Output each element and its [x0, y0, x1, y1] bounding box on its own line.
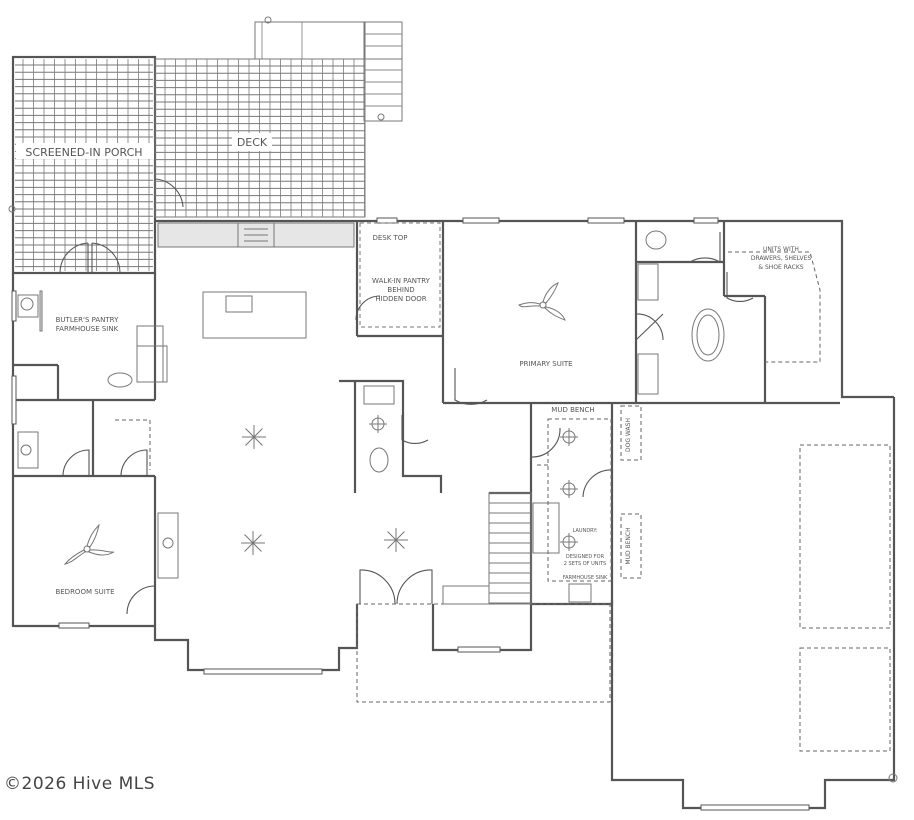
- house-walls: [11, 219, 898, 810]
- label-units-1: UNITS WITH: [763, 246, 799, 253]
- label-butler-2: FARMHOUSE SINK: [56, 325, 119, 333]
- light-fixture-icon: [384, 528, 408, 552]
- recessed-light-icon: [560, 480, 578, 498]
- recessed-light-icon: [369, 415, 387, 433]
- label-screened-porch: SCREENED-IN PORCH: [25, 146, 142, 159]
- label-pantry-1: WALK-IN PANTRY: [372, 277, 431, 285]
- label-farmhouse-sink: FARMHOUSE SINK: [563, 575, 608, 581]
- ceiling-fixtures: [63, 282, 578, 565]
- label-deck: DECK: [237, 136, 268, 149]
- label-units-2: DRAWERS, SHELVES: [751, 255, 812, 262]
- kitchen: [17, 222, 441, 383]
- recessed-light-icon: [560, 533, 578, 551]
- doors: [62, 232, 754, 615]
- label-dog-wash: DOG WASH: [625, 418, 632, 452]
- light-fixture-icon: [241, 531, 265, 555]
- watermark: ©2026 Hive MLS: [4, 774, 156, 794]
- light-fixture-icon: [242, 425, 266, 449]
- label-laundry-3: 2 SETS OF UNITS: [564, 561, 606, 567]
- label-pantry-2: BEHIND: [387, 286, 414, 294]
- label-laundry-1: LAUNDRY:: [573, 528, 598, 534]
- label-mud-bench-top: MUD BENCH: [551, 406, 594, 414]
- label-desk-top: DESK TOP: [372, 234, 407, 242]
- label-units-3: & SHOE RACKS: [758, 264, 803, 271]
- recessed-light-icon: [560, 428, 578, 446]
- fixtures: [17, 230, 725, 603]
- fan-icon: [63, 523, 115, 565]
- stairs: [442, 492, 532, 605]
- label-laundry-2: DESIGNED FOR: [566, 554, 605, 560]
- deck-stairs: [254, 16, 403, 122]
- fan-icon: [518, 282, 566, 321]
- label-mud-bench-side: MUD BENCH: [625, 527, 632, 564]
- label-butler-1: BUTLER'S PANTRY: [56, 316, 119, 324]
- label-primary-suite: PRIMARY SUITE: [519, 360, 572, 368]
- porch-deck: [8, 55, 366, 275]
- windows: [11, 217, 810, 811]
- room-labels: SCREENED-IN PORCH DECK DESK TOP WALK-IN …: [25, 136, 811, 596]
- label-pantry-3: HIDDEN DOOR: [375, 295, 426, 303]
- label-bedroom-suite: BEDROOM SUITE: [55, 588, 114, 596]
- dashed-zones: [115, 251, 821, 582]
